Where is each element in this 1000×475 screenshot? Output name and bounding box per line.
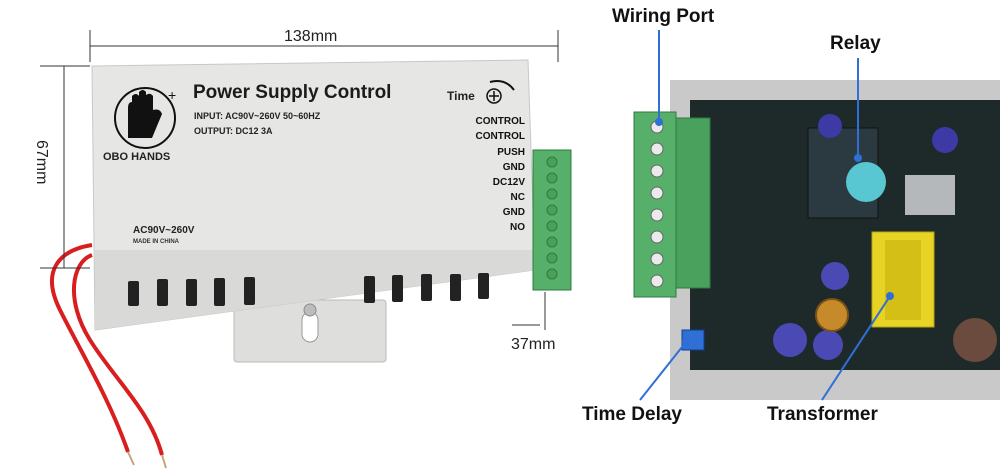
depth-dimension: 37mm <box>511 336 556 353</box>
wiring-port-callout: Wiring Port <box>612 6 715 27</box>
terminal-label: GND <box>502 207 525 218</box>
case-body <box>91 59 536 331</box>
hand-logo: + <box>114 87 176 149</box>
origin-label: MADE IN CHINA <box>133 239 179 245</box>
device-terminal-block <box>532 149 572 291</box>
time-delay-callout: Time Delay <box>582 404 682 425</box>
terminal-label: GND <box>502 162 525 173</box>
height-dimension: 67mm <box>33 140 50 185</box>
terminal-label: CONTROL <box>475 131 525 142</box>
transformer-callout: Transformer <box>767 404 878 425</box>
terminal-label: NO <box>510 222 525 233</box>
pcb-photo <box>633 80 1000 400</box>
time-label: Time <box>447 89 475 103</box>
brand-label: OBO HANDS <box>103 151 171 163</box>
dimension-lines <box>40 30 559 330</box>
time-potentiometer-icon <box>486 80 515 104</box>
relay-callout: Relay <box>830 33 881 54</box>
svg-text:+: + <box>168 87 176 103</box>
output-spec: OUTPUT: DC12 3A <box>194 126 273 136</box>
width-dimension: 138mm <box>284 28 338 45</box>
callout-lines <box>639 30 894 401</box>
input-spec: INPUT: AC90V~260V 50~60HZ <box>194 111 321 121</box>
device-title: Power Supply Control <box>193 82 392 103</box>
terminal-label: NC <box>510 192 525 203</box>
ac-rating: AC90V~260V <box>133 225 195 236</box>
red-wires <box>50 243 167 469</box>
mounting-tab <box>233 299 387 363</box>
terminal-label: PUSH <box>497 147 525 158</box>
terminal-label: CONTROL <box>475 116 525 127</box>
terminal-label: DC12V <box>492 177 525 188</box>
